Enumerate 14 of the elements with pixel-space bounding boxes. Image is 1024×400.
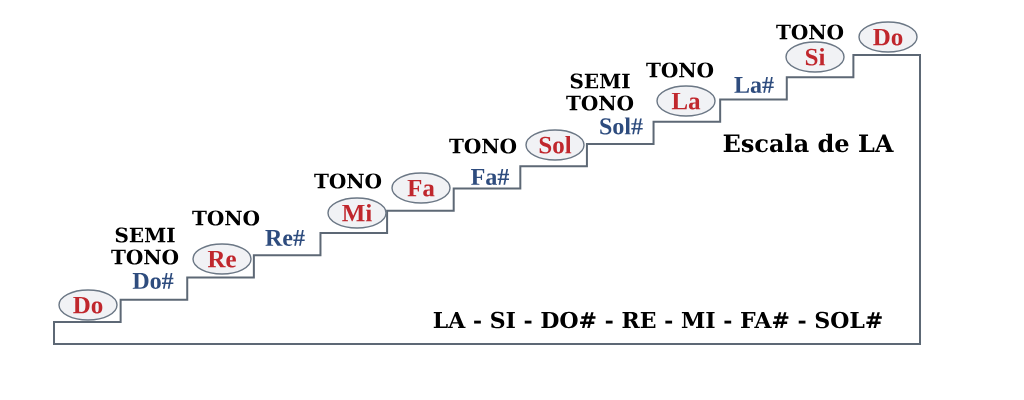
interval-label: SEMI TONO <box>566 73 634 111</box>
interval-label: SEMI TONO <box>111 227 179 265</box>
sharp-note-label: Sol# <box>600 117 643 135</box>
interval-label: TONO <box>192 210 260 226</box>
interval-label: TONO <box>449 138 517 154</box>
interval-label: TONO <box>776 24 844 40</box>
sharp-note-label: Re# <box>265 230 305 246</box>
sharp-note-label: Do# <box>132 273 174 289</box>
scale-notes: LA - SI - DO# - RE - MI - FA# - SOL# <box>433 311 882 329</box>
interval-label: TONO <box>314 173 382 189</box>
sharp-note-label: La# <box>734 77 774 93</box>
sharp-note-label: Fa# <box>471 169 510 185</box>
interval-label: TONO <box>646 62 714 78</box>
scale-title: Escala de LA <box>723 133 894 153</box>
